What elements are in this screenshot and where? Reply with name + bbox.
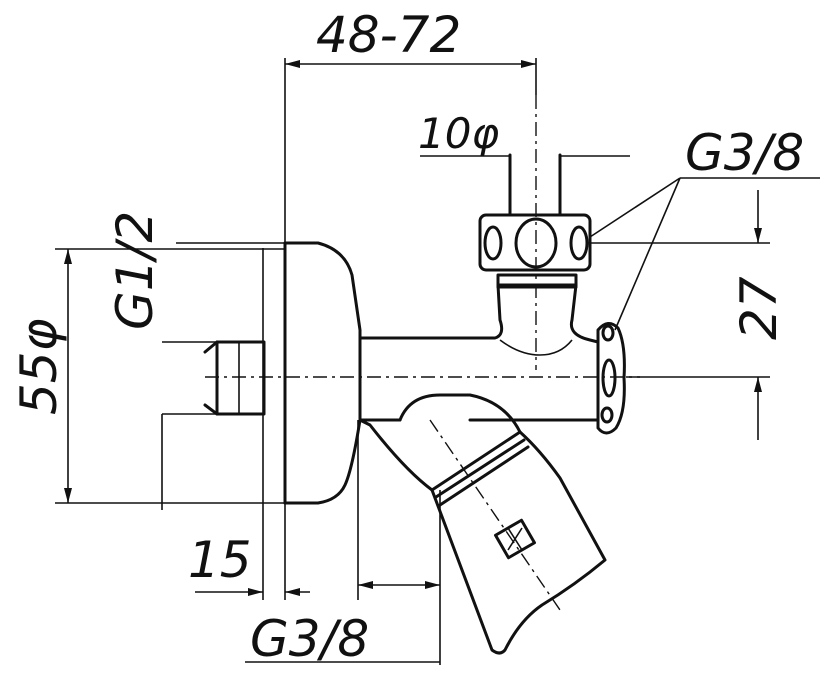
- label-g3-8-bottom: G3/8: [250, 610, 369, 668]
- label-15: 15: [188, 531, 252, 589]
- label-g3-8-top: G3/8: [685, 124, 804, 182]
- center-lines: [205, 95, 640, 611]
- inlet-thread: [203, 340, 266, 416]
- dimension-lines: [55, 58, 820, 665]
- label-48-72: 48-72: [316, 6, 461, 64]
- label-27: 27: [730, 276, 788, 340]
- label-g1-2: G1/2: [106, 211, 164, 330]
- wall-flange: [262, 241, 362, 505]
- top-nut: [478, 153, 592, 289]
- outlet-handle: [358, 393, 607, 655]
- valve-body: [358, 283, 600, 422]
- label-10-phi: 10φ: [418, 109, 499, 158]
- label-55-phi: 55φ: [10, 318, 68, 415]
- side-plate: [596, 322, 626, 435]
